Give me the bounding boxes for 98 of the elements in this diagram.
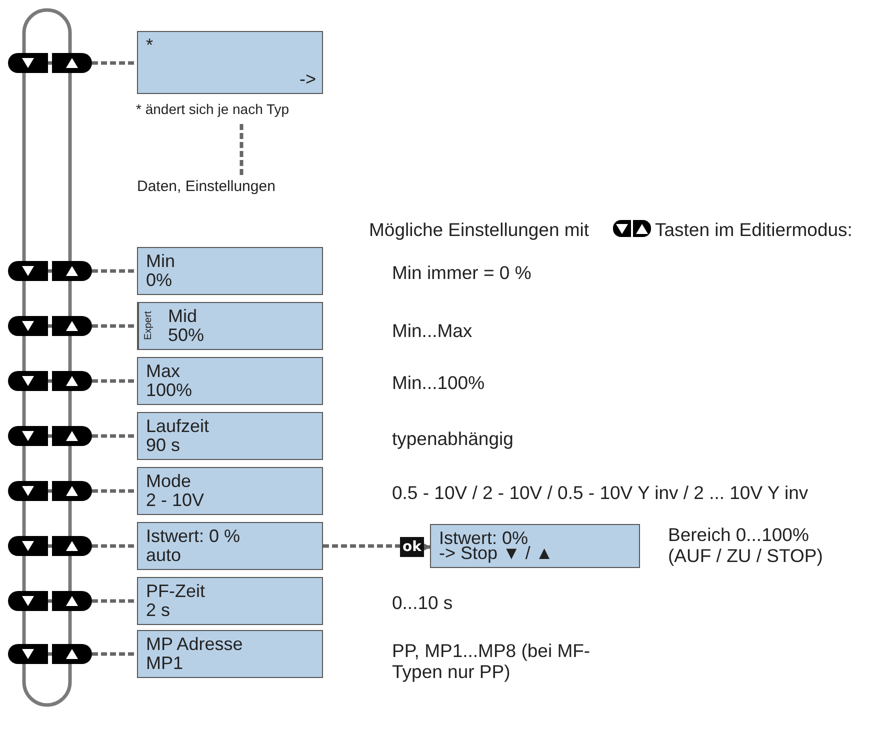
- connector-line: [48, 61, 52, 65]
- display-screen: [137, 302, 323, 350]
- loop-line: [22, 336, 26, 371]
- connector-line: [48, 269, 52, 273]
- loop-line: [22, 446, 26, 481]
- loop-line: [22, 281, 26, 316]
- up-key-button: [52, 426, 92, 446]
- loop-line: [68, 391, 72, 426]
- connector-line: [92, 324, 137, 328]
- loop-line: [68, 73, 72, 261]
- display-line: MP Adresse: [146, 634, 243, 655]
- setting-note: typenabhängig: [392, 428, 514, 449]
- connector-line: [92, 652, 137, 656]
- loop-line: [22, 391, 26, 426]
- display-value: ->: [299, 69, 316, 90]
- up-key-button: [52, 481, 92, 501]
- display-value: 2 s: [146, 600, 170, 621]
- setting-note: Min...100%: [392, 372, 485, 393]
- up-key-button: [52, 371, 92, 391]
- footnote: * ändert sich je nach Typ: [136, 101, 290, 117]
- display-line: Istwert: 0 %: [146, 526, 240, 547]
- down-key-button: [8, 261, 48, 281]
- display-value: 50%: [168, 325, 204, 346]
- connector-line: [92, 61, 137, 65]
- up-key-button: [52, 316, 92, 336]
- display-screen: [137, 247, 323, 295]
- down-key-button: [8, 644, 48, 664]
- connector-line: [92, 269, 137, 273]
- display-line: Mid: [168, 306, 198, 327]
- display-screen: [137, 577, 323, 625]
- instruction-text: Tasten im Editiermodus:: [655, 219, 852, 240]
- display-screen: [137, 630, 323, 678]
- display-value: 100%: [146, 380, 192, 401]
- display-line: *: [146, 35, 154, 56]
- ok-key: ok: [400, 537, 424, 557]
- loop-line: [22, 611, 26, 644]
- connector-line: [48, 434, 52, 438]
- setting-note: Min...Max: [392, 320, 472, 341]
- loop-line: [22, 556, 26, 591]
- side-tab: Expert: [138, 303, 160, 349]
- down-key-button: [8, 371, 48, 391]
- connector-line: [92, 599, 137, 603]
- up-key-button: [52, 53, 92, 73]
- up-key-button: [52, 536, 92, 556]
- down-key-button: [8, 53, 48, 73]
- section-heading: Daten, Einstellungen: [137, 178, 322, 198]
- display-line: Laufzeit: [146, 416, 210, 437]
- connector-line: [48, 489, 52, 493]
- down-key-button: [8, 316, 48, 336]
- loop-line: [22, 73, 26, 261]
- connector-line: [92, 434, 137, 438]
- arrow: [423, 543, 431, 551]
- display-line: PF-Zeit: [146, 581, 206, 602]
- display-line: Mode: [146, 471, 192, 492]
- up-key-button: [52, 261, 92, 281]
- loop-line: [22, 501, 26, 536]
- down-key-button: [8, 481, 48, 501]
- connector-line: [48, 379, 52, 383]
- display-screen: [137, 467, 323, 515]
- setting-note: 0...10 s: [392, 592, 453, 613]
- connector-line: [323, 544, 400, 548]
- loop-line: [68, 281, 72, 316]
- loop-line: [68, 611, 72, 644]
- loop-line: [68, 556, 72, 591]
- connector-line: [48, 324, 52, 328]
- display-value: 90 s: [146, 435, 180, 456]
- setting-note: Bereich 0...100% (AUF / ZU / STOP): [668, 524, 824, 566]
- display-value: MP1: [146, 653, 184, 674]
- display-value: auto: [146, 545, 182, 566]
- display-screen: [137, 522, 323, 570]
- down-key-button: [8, 591, 48, 611]
- display-screen: [137, 412, 323, 460]
- up-key-button: [52, 591, 92, 611]
- display-screen: [430, 524, 640, 568]
- display-line: Max: [146, 361, 180, 382]
- setting-note: Min immer = 0 %: [392, 262, 532, 283]
- setting-note: PP, MP1...MP8 (bei MF-Typen nur PP): [392, 640, 592, 682]
- display-screen: [137, 357, 323, 405]
- connector-line: [48, 599, 52, 603]
- loop-line: [68, 501, 72, 536]
- connector-line: [92, 544, 137, 548]
- connector-line: [240, 124, 244, 178]
- down-key-button: [8, 536, 48, 556]
- setting-note: 0.5 - 10V / 2 - 10V / 0.5 - 10V Y inv / 2 ... 10V Y inv: [392, 482, 808, 503]
- display-value: 2 - 10V: [146, 490, 204, 511]
- display-line: Min: [146, 251, 176, 272]
- up-key-button: [52, 644, 92, 664]
- loop-line: [68, 336, 72, 371]
- loop-line: [22, 8, 72, 53]
- connector-line: [48, 652, 52, 656]
- connector-line: [92, 489, 137, 493]
- loop-line: [68, 446, 72, 481]
- instruction-text: Mögliche Einstellungen mit: [369, 219, 590, 240]
- connector-line: [48, 544, 52, 548]
- loop-line: [22, 664, 72, 707]
- down-key-button: [8, 426, 48, 446]
- connector-line: [92, 379, 137, 383]
- display-value: 0%: [146, 270, 172, 291]
